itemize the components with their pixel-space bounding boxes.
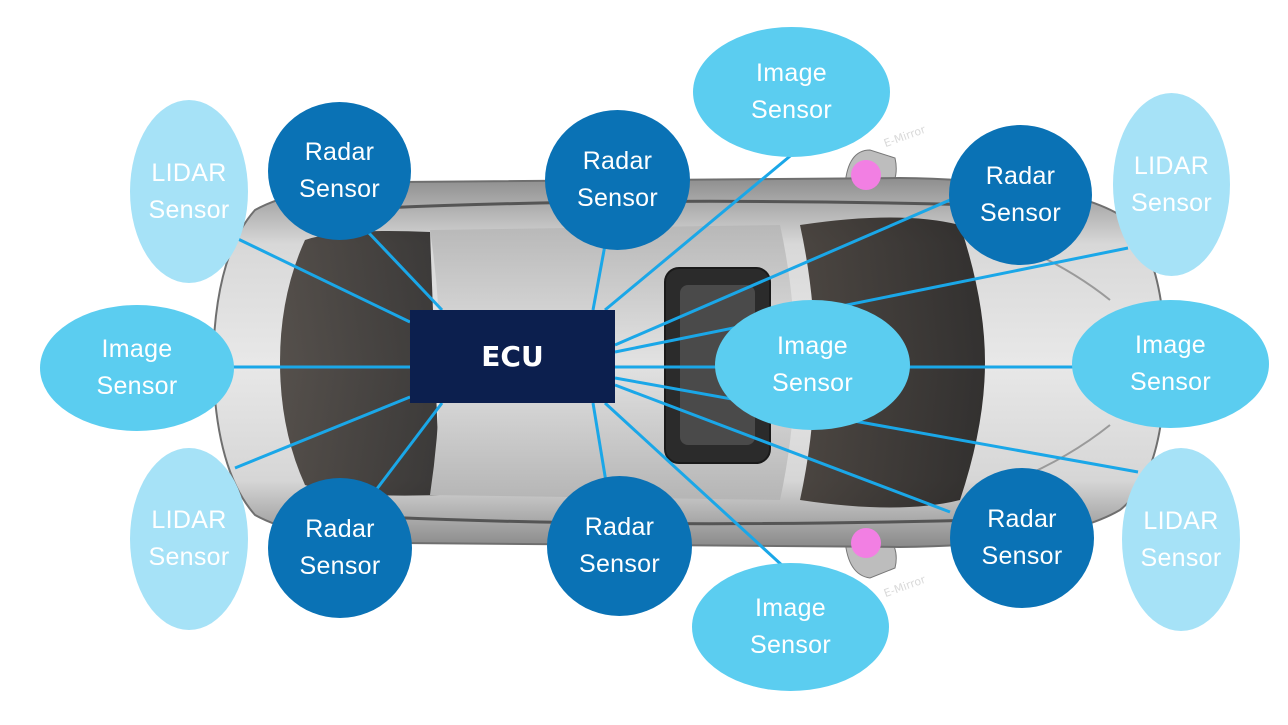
mirror-dot-top — [851, 160, 881, 190]
mirror-dot-bottom — [851, 528, 881, 558]
link-lidar-rear-right — [614, 376, 1139, 474]
lidar-sensor-front-left: LIDAR Sensor — [130, 100, 248, 283]
image-sensor-top: Image Sensor — [693, 27, 890, 157]
radar-sensor-right-top: Radar Sensor — [949, 125, 1092, 265]
link-radar-right-top — [614, 198, 951, 347]
ecu-box: ECU — [410, 310, 615, 403]
link-lidar-front-right — [614, 246, 1129, 354]
image-sensor-center-right: Image Sensor — [715, 300, 910, 430]
lidar-sensor-front-right: LIDAR Sensor — [1113, 93, 1230, 276]
radar-sensor-right-bottom: Radar Sensor — [950, 468, 1094, 608]
link-radar-left-top — [366, 230, 444, 312]
rear-window — [280, 231, 440, 496]
link-radar-center-bottom — [591, 402, 609, 489]
link-lidar-front-left — [235, 236, 411, 324]
image-sensor-left: Image Sensor — [40, 305, 234, 431]
ecu-label: ECU — [481, 340, 544, 373]
link-image-bottom — [603, 401, 787, 570]
sensor-links — [233, 150, 1139, 570]
link-radar-center-top — [591, 244, 607, 311]
radar-sensor-center-bottom: Radar Sensor — [547, 476, 692, 616]
lidar-sensor-rear-left: LIDAR Sensor — [130, 448, 248, 630]
radar-sensor-center-top: Radar Sensor — [545, 110, 690, 250]
image-sensor-far-right: Image Sensor — [1072, 300, 1269, 428]
link-image-top — [604, 150, 796, 312]
radar-sensor-left-bottom: Radar Sensor — [268, 478, 412, 618]
link-radar-right-bottom — [614, 383, 951, 514]
image-sensor-bottom: Image Sensor — [692, 563, 889, 691]
link-lidar-rear-left — [234, 395, 411, 470]
radar-sensor-left-top: Radar Sensor — [268, 102, 411, 240]
link-radar-left-bottom — [371, 402, 444, 495]
lidar-sensor-rear-right: LIDAR Sensor — [1122, 448, 1240, 631]
